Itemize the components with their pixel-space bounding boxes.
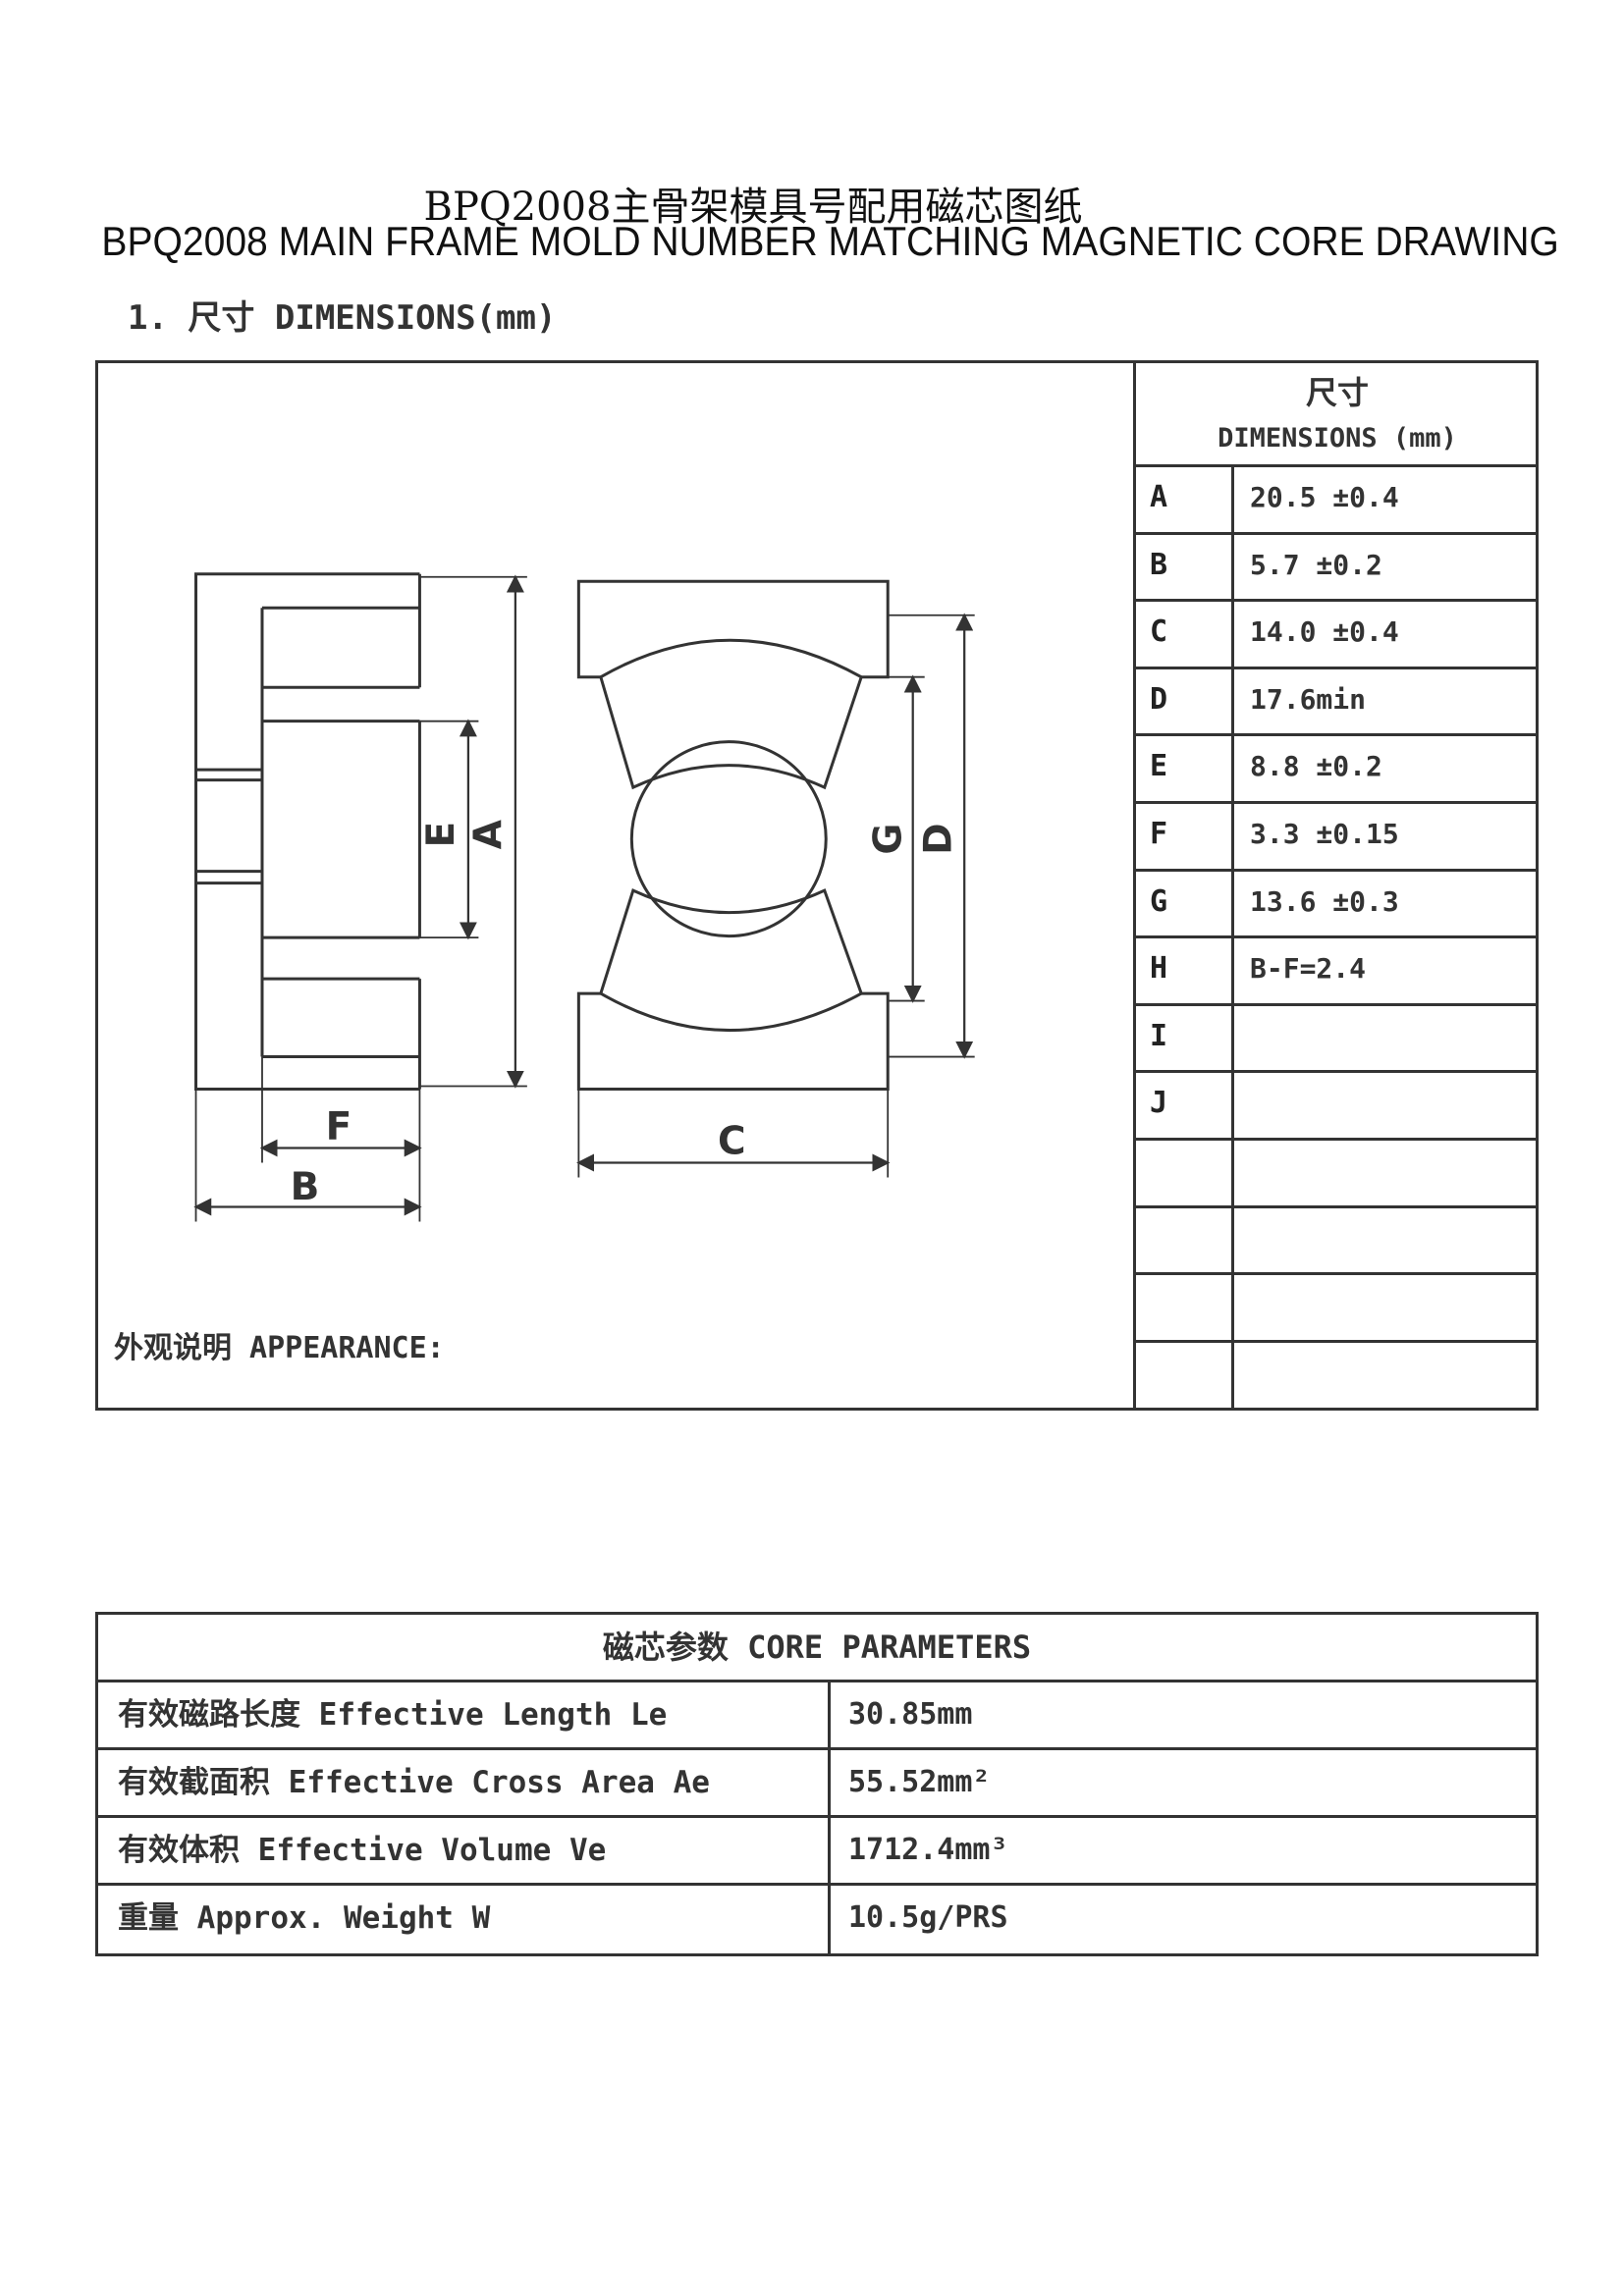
dimension-value: B-F=2.4 [1250, 952, 1367, 986]
dimension-key [1136, 1207, 1234, 1273]
dimension-key: J [1136, 1073, 1234, 1138]
dimension-key [1136, 1275, 1234, 1340]
dimension-value: 8.8 ±0.2 [1250, 750, 1382, 783]
dimension-value: 3.3 ±0.15 [1250, 817, 1399, 850]
dimension-value [1234, 1275, 1539, 1340]
dimension-key: F [1136, 803, 1234, 869]
dimension-row: H B-F=2.4 [1136, 938, 1539, 1006]
dimension-row [1136, 1207, 1539, 1276]
dimensions-header-en: DIMENSIONS (mm) [1218, 423, 1457, 454]
dimensions-header: 尺寸 DIMENSIONS (mm) [1136, 360, 1539, 467]
parameter-label: 有效磁路长度 Effective Length Le [98, 1682, 831, 1747]
parameter-row: 有效截面积 Effective Cross Area Ae 55.52mm² [98, 1750, 1536, 1818]
dimension-value [1234, 1343, 1539, 1411]
dimension-value [1234, 1208, 1539, 1273]
dimension-value: 13.6 ±0.3 [1250, 884, 1399, 918]
dimension-row: F 3.3 ±0.15 [1136, 803, 1539, 872]
parameter-value: 30.85mm [848, 1697, 973, 1732]
dimension-row [1136, 1342, 1539, 1411]
parameter-label: 重量 Approx. Weight W [98, 1886, 831, 1953]
dimension-value: 14.0 ±0.4 [1250, 615, 1399, 649]
parameter-row: 重量 Approx. Weight W 10.5g/PRS [98, 1886, 1536, 1953]
dimension-row: C 14.0 ±0.4 [1136, 602, 1539, 669]
dimension-row: E 8.8 ±0.2 [1136, 736, 1539, 804]
label-e: E [419, 822, 463, 848]
dimension-value [1234, 1073, 1539, 1138]
label-a: A [466, 820, 511, 849]
dimension-key [1136, 1342, 1234, 1411]
parameter-row: 有效体积 Effective Volume Ve 1712.4mm³ [98, 1818, 1536, 1886]
dimension-key: B [1136, 534, 1234, 600]
dimension-key: H [1136, 938, 1234, 1003]
parameter-value: 10.5g/PRS [848, 1900, 1008, 1935]
dimension-value: 17.6min [1250, 682, 1367, 716]
core-parameters-table: 磁芯参数 CORE PARAMETERS 有效磁路长度 Effective Le… [95, 1612, 1539, 1956]
dimension-row: G 13.6 ±0.3 [1136, 871, 1539, 939]
parameter-value: 1712.4mm³ [848, 1833, 1008, 1867]
label-d: D [917, 823, 961, 854]
core-parameters-header: 磁芯参数 CORE PARAMETERS [98, 1615, 1536, 1682]
dimension-key: E [1136, 736, 1234, 801]
dimension-row: D 17.6min [1136, 668, 1539, 737]
appearance-label: 外观说明 APPEARANCE: [114, 1331, 445, 1365]
dimension-value: 20.5 ±0.4 [1250, 481, 1399, 513]
dimension-value [1234, 1141, 1539, 1205]
dimension-row [1136, 1140, 1539, 1208]
drawing-frame [95, 360, 1539, 1411]
dimension-key [1136, 1140, 1234, 1205]
label-g: G [867, 824, 911, 855]
dimension-row: A 20.5 ±0.4 [1136, 467, 1539, 535]
dimension-row [1136, 1275, 1539, 1343]
top-view [576, 579, 975, 1178]
dimensions-header-zh: 尺寸 [1305, 374, 1369, 411]
section-heading-dimensions: 1. 尺寸 DIMENSIONS(mm) [128, 298, 557, 338]
dimension-row: J [1136, 1073, 1539, 1141]
document-subtitle: BPQ2008 MAIN FRAME MOLD NUMBER MATCHING … [101, 218, 1559, 264]
side-view [193, 572, 527, 1222]
parameter-label: 有效体积 Effective Volume Ve [98, 1818, 831, 1883]
label-f: F [326, 1105, 352, 1149]
dimension-key: D [1136, 668, 1234, 734]
dimension-value: 5.7 ±0.2 [1250, 548, 1382, 581]
dimension-row: I [1136, 1005, 1539, 1074]
label-b: B [291, 1165, 320, 1209]
parameter-value: 55.52mm² [848, 1765, 991, 1799]
label-c: C [718, 1119, 746, 1163]
parameter-row: 有效磁路长度 Effective Length Le 30.85mm [98, 1682, 1536, 1750]
dimension-key: C [1136, 602, 1234, 667]
document-title: BPQ2008主骨架模具号配用磁芯图纸 [423, 185, 1083, 230]
dimension-row: B 5.7 ±0.2 [1136, 534, 1539, 603]
parameter-label: 有效截面积 Effective Cross Area Ae [98, 1750, 831, 1815]
dimension-key: I [1136, 1005, 1234, 1071]
dimension-key: G [1136, 871, 1234, 936]
dimension-key: A [1136, 467, 1234, 532]
dimension-value [1234, 1006, 1539, 1071]
